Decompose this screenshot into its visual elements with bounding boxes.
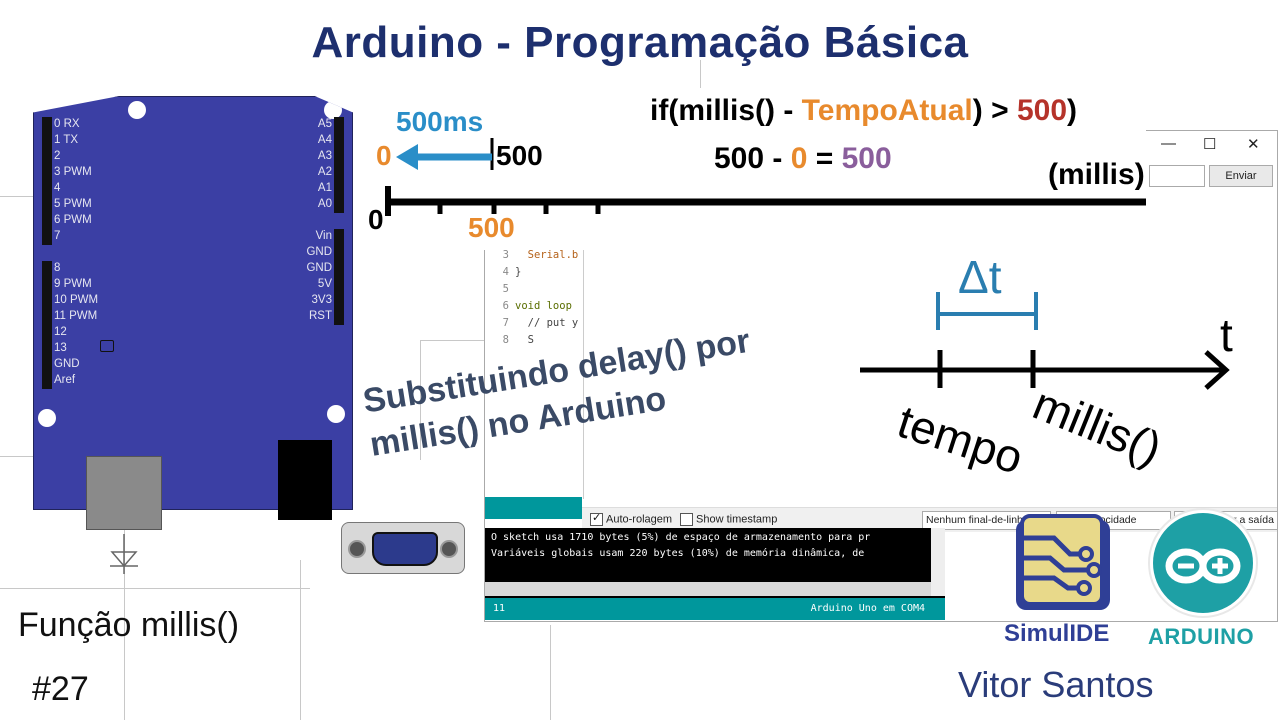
pin-label: RST	[309, 310, 332, 322]
pin-label: A1	[317, 182, 332, 194]
pin-label: 4	[54, 182, 61, 194]
pin-label: A2	[317, 166, 332, 178]
delta-t-timeline	[860, 292, 1230, 390]
schematic-line	[700, 60, 701, 90]
pin-label: 0 RX	[54, 118, 80, 130]
arduino-logo-icon	[1148, 508, 1258, 618]
schematic-line	[124, 520, 125, 720]
dc-jack	[278, 440, 332, 520]
pin-label: 2	[54, 150, 61, 162]
pin-label: 3V3	[311, 294, 332, 306]
schematic-line	[550, 625, 551, 720]
pin-label: 3 PWM	[54, 166, 92, 178]
horizontal-scrollbar[interactable]	[485, 582, 931, 596]
calc-expression: 500 - 0 = 500	[714, 142, 892, 175]
status-line-number: 11	[493, 603, 506, 614]
pin-label: 6 PWM	[54, 214, 92, 226]
analog-header	[334, 117, 344, 213]
autoscroll-checkbox[interactable]: Auto-rolagem	[590, 511, 672, 526]
digital-header	[42, 117, 52, 245]
arduino-label: ARDUINO	[1148, 624, 1255, 649]
pin-label: 7	[54, 230, 61, 242]
tick-zero-label: 0	[368, 204, 384, 235]
ide-divider	[485, 497, 582, 519]
delta-t-label: Δt	[958, 251, 1002, 303]
pin-label: 10 PWM	[54, 294, 99, 306]
console-line: Variáveis globais usam 220 bytes (10%) d…	[491, 548, 865, 559]
diode-symbol	[110, 534, 138, 574]
condition-code: if(millis() - TempoAtual) > 500)	[650, 94, 1078, 127]
interval-label: 500ms	[396, 106, 484, 137]
send-button[interactable]: Enviar	[1209, 165, 1273, 187]
schematic-line	[420, 340, 421, 460]
console-output: O sketch usa 1710 bytes (5%) de espaço d…	[485, 528, 945, 620]
mounting-hole	[327, 405, 345, 423]
schematic-line	[300, 560, 301, 720]
code-line: 7 // put y	[502, 317, 579, 329]
serial-input[interactable]	[1149, 165, 1205, 187]
pin-label: 11 PWM	[54, 310, 98, 322]
board-chip	[100, 340, 114, 352]
usb-connector	[86, 456, 162, 530]
pin-label: 5V	[317, 278, 332, 290]
console-line: O sketch usa 1710 bytes (5%) de espaço d…	[491, 532, 871, 543]
window-controls: — ☐ ✕	[1147, 131, 1277, 157]
simulide-label: SimulIDE	[1004, 620, 1110, 647]
pin-label: 5 PWM	[54, 198, 92, 210]
pin-label: GND	[306, 246, 332, 258]
serial-port-icon	[341, 522, 465, 574]
pin-label: A0	[317, 198, 332, 210]
pin-label: Vin	[315, 230, 332, 242]
arrow-start-label: 0	[376, 140, 392, 171]
millis-axis	[385, 138, 1146, 216]
author-name: Vitor Santos	[958, 664, 1154, 705]
pin-label: A4	[317, 134, 332, 146]
timestamp-checkbox[interactable]: Show timestamp	[680, 513, 777, 526]
maximize-icon[interactable]: ☐	[1203, 136, 1217, 153]
digital-header	[42, 261, 52, 389]
simulide-logo-icon	[1016, 514, 1110, 610]
pin-label: A5	[317, 118, 332, 130]
status-board: Arduino Uno em COM4	[810, 603, 925, 614]
episode-number: #27	[32, 670, 89, 708]
code-line: 3 Serial.b	[502, 249, 579, 261]
pin-label: GND	[306, 262, 332, 274]
power-header	[334, 229, 344, 325]
mounting-hole	[128, 101, 146, 119]
pin-label: 8	[54, 262, 61, 274]
code-line: 8 S	[502, 334, 534, 346]
minimize-icon[interactable]: —	[1161, 135, 1176, 152]
pin-label: GND	[54, 358, 80, 370]
t-axis-label: t	[1220, 309, 1233, 361]
pin-label: 13	[54, 342, 67, 354]
pin-label: A3	[317, 150, 332, 162]
tick-500-label: 500	[468, 212, 515, 243]
millis-diagram: 500ms 0 500 if(millis() - TempoAtual) > …	[366, 88, 1146, 250]
close-icon[interactable]: ✕	[1247, 136, 1260, 153]
schematic-line	[0, 196, 40, 197]
pin-label: 9 PWM	[54, 278, 92, 290]
pin-label: Aref	[54, 374, 76, 386]
arrow-end-label: 500	[496, 140, 543, 171]
axis-label: (millis)	[1048, 158, 1145, 191]
schematic-line	[0, 588, 310, 589]
code-line: 5	[502, 283, 509, 295]
status-bar: 11 Arduino Uno em COM4	[485, 598, 945, 620]
pin-label: 12	[54, 326, 67, 338]
page-title: Arduino - Programação Básica	[311, 18, 969, 67]
vertical-scrollbar[interactable]	[931, 528, 945, 596]
code-line: 4}	[502, 266, 522, 278]
mounting-hole	[38, 409, 56, 427]
pin-label: 1 TX	[54, 134, 79, 146]
schematic-line	[420, 340, 484, 341]
function-title: Função millis()	[18, 606, 240, 644]
